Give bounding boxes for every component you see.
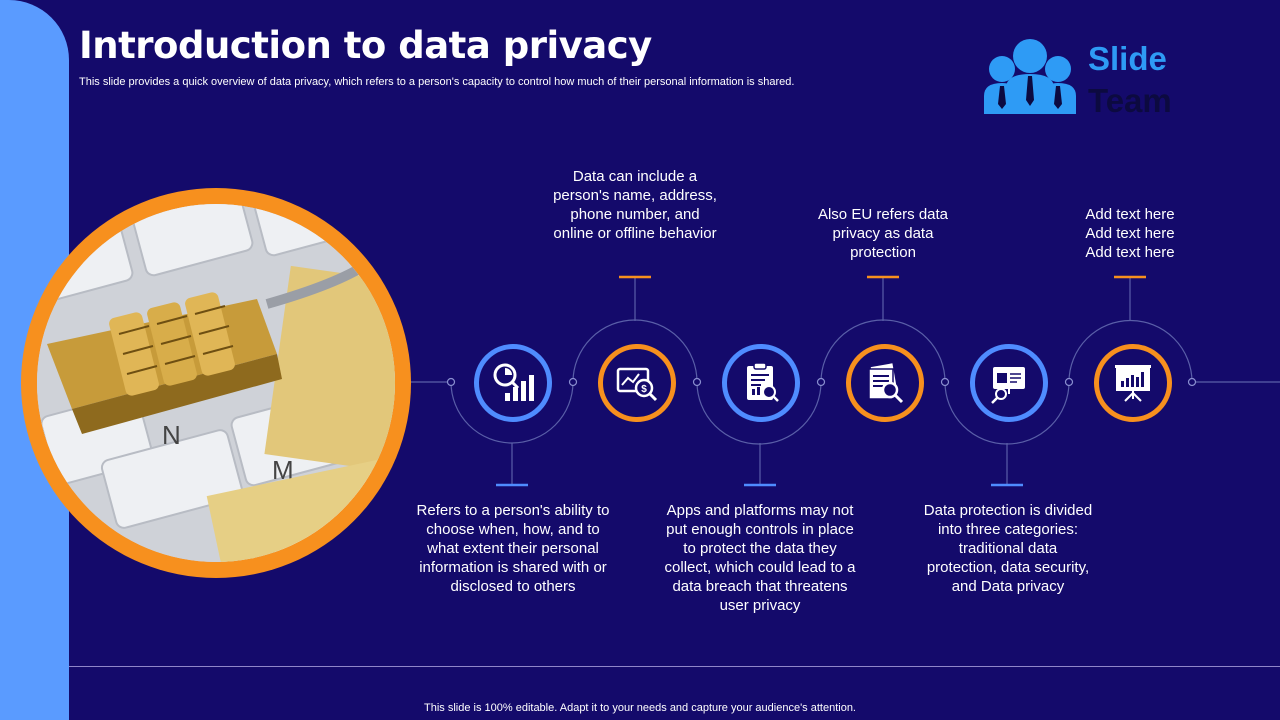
finance-search-icon: $ — [616, 367, 658, 402]
slide-subtitle: This slide provides a quick overview of … — [79, 76, 795, 88]
presentation-search-icon — [991, 367, 1025, 404]
analytics-search-icon — [493, 363, 534, 401]
step-1-text: Refers to a person's ability to choose w… — [416, 502, 610, 595]
step-6-text: Add text here Add text here Add text her… — [1085, 206, 1175, 261]
report-clipboard-icon — [747, 362, 779, 402]
step-5-node — [970, 344, 1048, 422]
document-search-icon — [868, 363, 904, 404]
step-1-node — [474, 344, 552, 422]
svg-text:$: $ — [641, 384, 647, 395]
logo-text-team: Team — [1088, 82, 1172, 119]
footer-divider — [69, 666, 1280, 667]
step-4-node — [846, 344, 924, 422]
step-6-node — [1094, 344, 1172, 422]
slide-title: Introduction to data privacy — [79, 24, 652, 67]
svg-text:M: M — [272, 455, 294, 485]
logo-text-slide: Slide — [1088, 40, 1167, 77]
padlock-keyboard-photo: N M — [37, 204, 395, 562]
presentation-chart-icon — [1115, 365, 1151, 402]
svg-text:N: N — [162, 420, 181, 450]
step-3-text: Apps and platforms may not put enough co… — [664, 502, 856, 614]
step-3-node — [722, 344, 800, 422]
step-2-text: Data can include a person's name, addres… — [553, 168, 717, 242]
slideteam-logo — [984, 39, 1076, 114]
step-5-text: Data protection is divided into three ca… — [923, 502, 1093, 595]
step-2-node: $ — [598, 344, 676, 422]
step-4-text: Also EU refers data privacy as data prot… — [817, 206, 949, 261]
footer-note: This slide is 100% editable. Adapt it to… — [424, 702, 856, 714]
